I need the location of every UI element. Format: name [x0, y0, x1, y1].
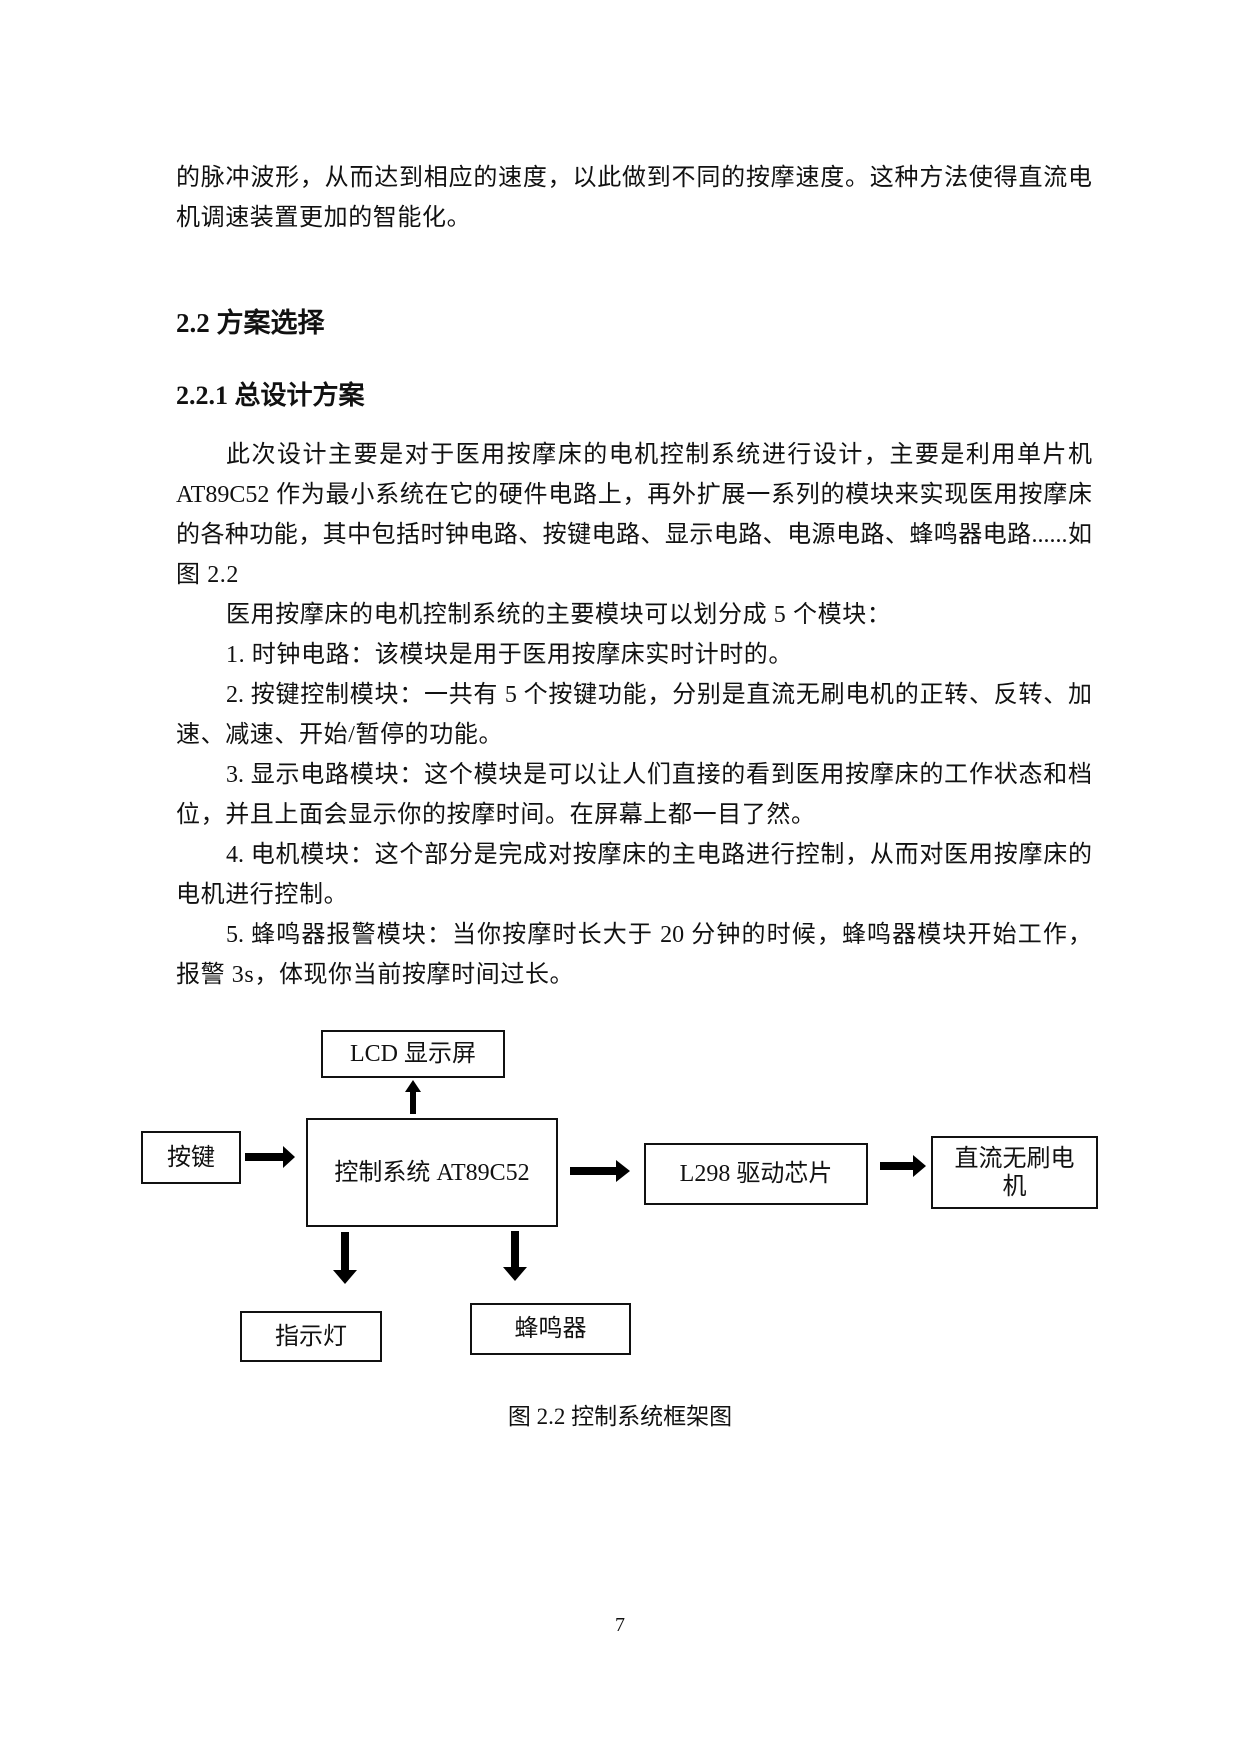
- motor-label-line-1: 直流无刷电: [954, 1145, 1075, 1172]
- motor-block: 直流无刷电 机: [931, 1136, 1098, 1209]
- para1-line-4: 图 2.2: [176, 562, 239, 588]
- keys-block: 按键: [141, 1131, 241, 1184]
- driver-block: L298 驱动芯片: [644, 1143, 868, 1205]
- subsection-heading: 2.2.1 总设计方案: [176, 381, 365, 410]
- arrow-down-icon: [503, 1231, 527, 1281]
- keys-label: 按键: [167, 1144, 215, 1171]
- controller-label: 控制系统 AT89C52: [334, 1159, 530, 1186]
- section-heading: 2.2 方案选择: [176, 308, 325, 338]
- item-2-line-2: 速、减速、开始/暂停的功能。: [176, 722, 504, 748]
- intro-line-2: 机调速装置更加的智能化。: [176, 205, 472, 231]
- para1-line-3: 的各种功能，其中包括时钟电路、按键电路、显示电路、电源电路、蜂鸣器电路.....…: [176, 522, 1092, 548]
- item-4-line-1: 4. 电机模块：这个部分是完成对按摩床的主电路进行控制，从而对医用按摩床的: [226, 842, 1092, 868]
- driver-label: L298 驱动芯片: [679, 1161, 833, 1187]
- item-3-line-1: 3. 显示电路模块：这个模块是可以让人们直接的看到医用按摩床的工作状态和档: [226, 762, 1092, 788]
- item-1-line-1: 1. 时钟电路：该模块是用于医用按摩床实时计时的。: [226, 642, 793, 668]
- item-4-line-2: 电机进行控制。: [176, 882, 349, 908]
- lcd-display-block: LCD 显示屏: [321, 1030, 505, 1078]
- controller-block: 控制系统 AT89C52: [306, 1118, 558, 1227]
- item-5-line-2: 报警 3s，体现你当前按摩时间过长。: [176, 962, 575, 988]
- arrow-right-icon: [880, 1155, 926, 1177]
- lcd-display-label: LCD 显示屏: [350, 1041, 476, 1067]
- para1-line-2: AT89C52 作为最小系统在它的硬件电路上，再外扩展一系列的模块来实现医用按摩…: [176, 482, 1092, 508]
- buzzer-label: 蜂鸣器: [514, 1316, 587, 1342]
- arrow-right-icon: [245, 1146, 295, 1168]
- item-5-line-1: 5. 蜂鸣器报警模块：当你按摩时长大于 20 分钟的时候，蜂鸣器模块开始工作，: [226, 922, 1092, 948]
- para1-line-1: 此次设计主要是对于医用按摩床的电机控制系统进行设计，主要是利用单片机: [226, 442, 1092, 468]
- page-number: 7: [615, 1614, 625, 1636]
- para2: 医用按摩床的电机控制系统的主要模块可以划分成 5 个模块：: [226, 602, 892, 628]
- figure-caption: 图 2.2 控制系统框架图: [507, 1404, 733, 1429]
- intro-line-1: 的脉冲波形，从而达到相应的速度，以此做到不同的按摩速度。这种方法使得直流电: [176, 165, 1092, 191]
- arrow-down-icon: [333, 1232, 357, 1284]
- buzzer-block: 蜂鸣器: [470, 1303, 631, 1355]
- indicator-light-label: 指示灯: [275, 1323, 347, 1350]
- arrow-right-icon: [570, 1160, 630, 1182]
- motor-label-line-2: 机: [1002, 1173, 1027, 1200]
- arrow-up-icon: [405, 1080, 421, 1114]
- indicator-light-block: 指示灯: [240, 1311, 382, 1362]
- item-2-line-1: 2. 按键控制模块：一共有 5 个按键功能，分别是直流无刷电机的正转、反转、加: [226, 682, 1092, 708]
- item-3-line-2: 位，并且上面会显示你的按摩时间。在屏幕上都一目了然。: [176, 802, 816, 828]
